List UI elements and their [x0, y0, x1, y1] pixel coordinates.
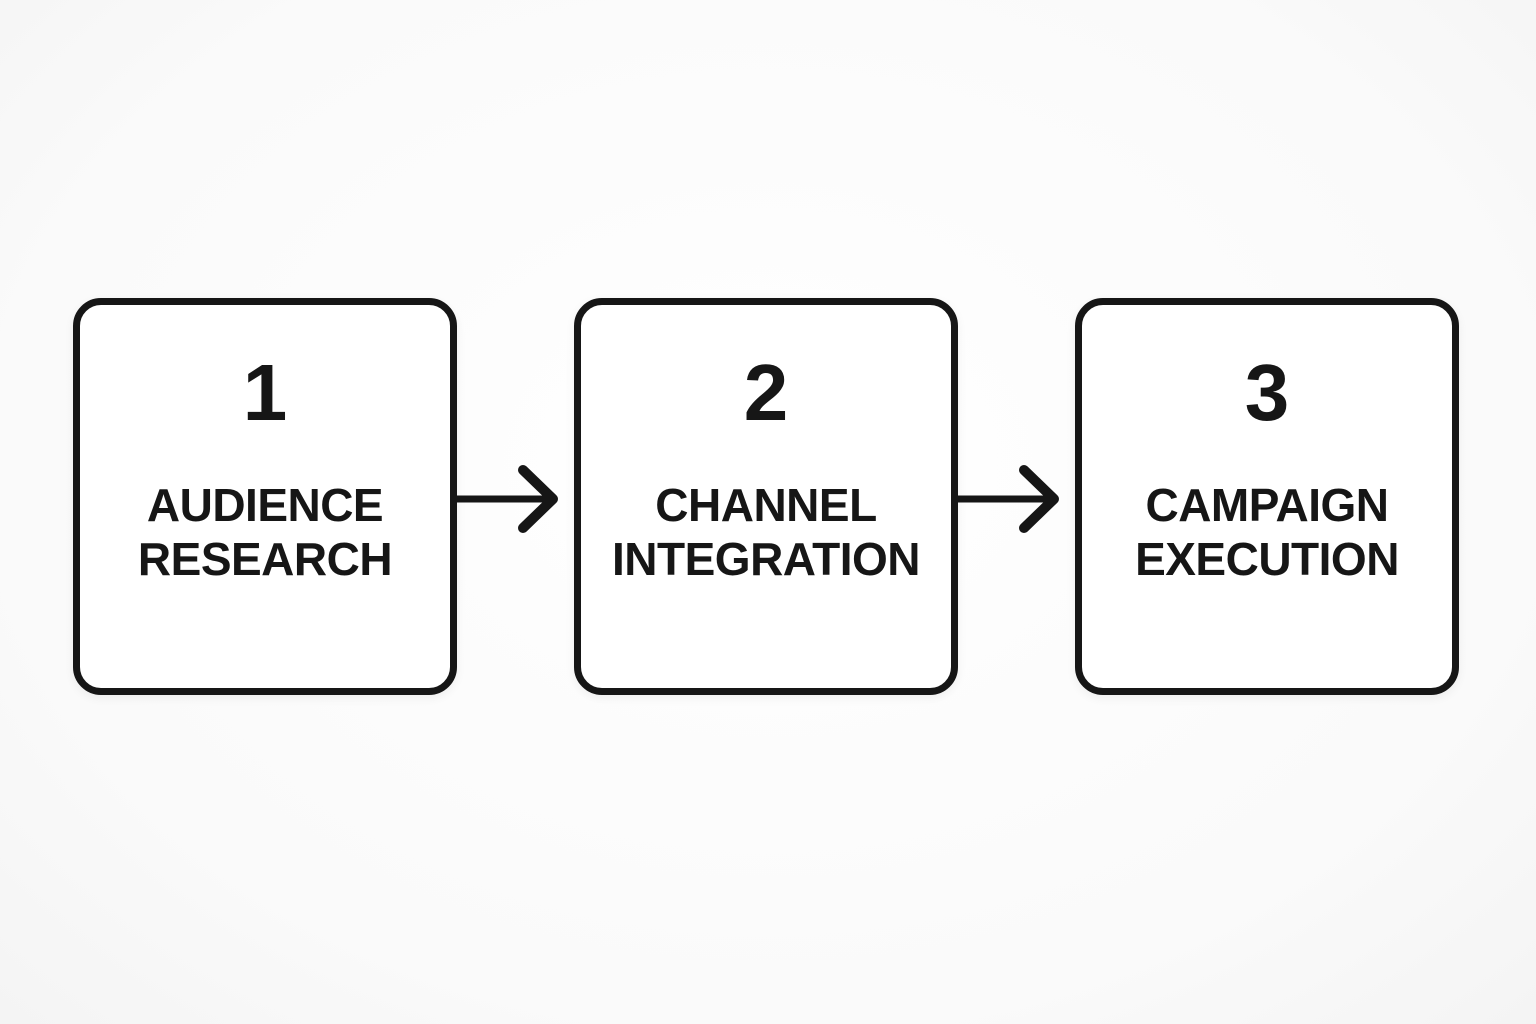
step-label-2-line-2: INTEGRATION — [612, 533, 920, 585]
step-number-2: 2 — [743, 348, 789, 437]
step-number-3: 3 — [1244, 348, 1290, 437]
step-label-2-line-1: CHANNEL — [655, 479, 877, 531]
step-box-3: 3 CAMPAIGN EXECUTION — [1075, 298, 1459, 695]
process-flow-diagram: 1 AUDIENCE RESEARCH 2 CHANNEL INTEGRATIO… — [73, 298, 1459, 695]
right-arrow-icon — [457, 464, 558, 533]
step-number-1: 1 — [242, 348, 288, 437]
step-box-1: 1 AUDIENCE RESEARCH — [73, 298, 457, 695]
step-label-3-line-1: CAMPAIGN — [1145, 479, 1389, 531]
step-label-1-line-1: AUDIENCE — [146, 479, 384, 531]
step-label-1: AUDIENCE RESEARCH — [137, 478, 393, 586]
step-label-2: CHANNEL INTEGRATION — [612, 478, 920, 586]
step-box-2: 2 CHANNEL INTEGRATION — [574, 298, 958, 695]
step-label-1-line-2: RESEARCH — [137, 533, 393, 585]
step-label-3-line-2: EXECUTION — [1135, 533, 1399, 585]
right-arrow-icon — [958, 464, 1059, 533]
step-label-3: CAMPAIGN EXECUTION — [1135, 478, 1399, 586]
